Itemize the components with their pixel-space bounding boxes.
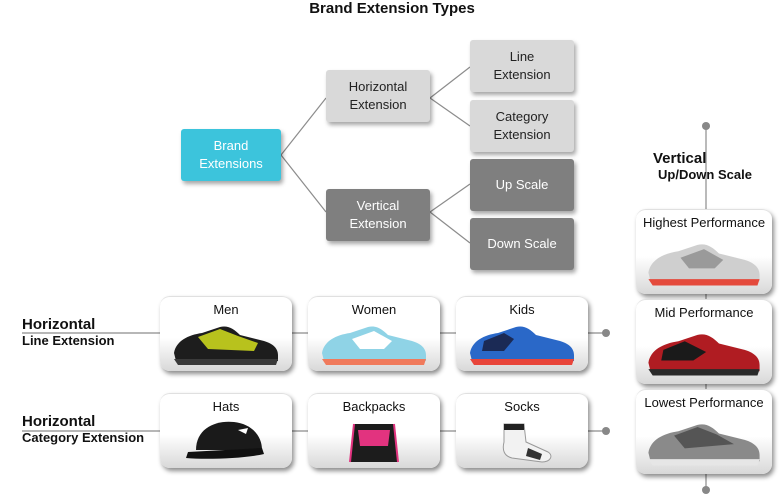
cap-icon [186, 421, 264, 459]
row-label-small: Category Extension [22, 430, 145, 445]
running-shoe-icon [648, 334, 760, 376]
card-caption: Hats [212, 399, 240, 414]
card-caption: Men [213, 302, 239, 317]
product-card-socks: Socks [456, 393, 588, 468]
up-scale-node: Up Scale [470, 159, 574, 211]
product-card-hats: Hats [160, 393, 292, 468]
brand-extensions-node: Brand Extensions [181, 129, 281, 181]
running-shoe-icon [174, 326, 278, 365]
product-card-women: Women [308, 296, 440, 371]
running-shoe-icon [470, 326, 574, 365]
sock-icon [502, 423, 552, 463]
card-caption: Backpacks [342, 399, 406, 414]
vertical-extension-node: Vertical Extension [326, 189, 430, 241]
vertical-scale-label: Vertical Up/Down Scale [640, 150, 770, 182]
line-extension-row-label: Horizontal Line Extension [22, 316, 114, 348]
card-caption: Kids [509, 302, 535, 317]
product-card-backpacks: Backpacks [308, 393, 440, 468]
connector-dot [602, 329, 610, 337]
row-label-big: Horizontal [22, 413, 96, 430]
product-card-mid-performance: Mid Performance [636, 299, 772, 384]
category-extension-row-label: Horizontal Category Extension [22, 413, 144, 445]
running-shoe-icon [648, 244, 760, 286]
vertical-label-big: Vertical [653, 150, 707, 167]
running-shoe-icon [322, 326, 426, 365]
connector-dot [702, 122, 710, 130]
product-card-highest-performance: Highest Performance [636, 209, 772, 294]
product-card-kids: Kids [456, 296, 588, 371]
category-extension-node: Category Extension [470, 100, 574, 152]
product-card-men: Men [160, 296, 292, 371]
drawstring-bag-icon [349, 423, 399, 463]
row-label-big: Horizontal [22, 316, 96, 333]
vertical-label-small: Up/Down Scale [658, 167, 752, 182]
card-caption: Highest Performance [642, 215, 766, 230]
connector-dot [602, 427, 610, 435]
horizontal-extension-node: Horizontal Extension [326, 70, 430, 122]
line-extension-node: Line Extension [470, 40, 574, 92]
card-caption: Mid Performance [654, 305, 754, 320]
row-label-small: Line Extension [22, 333, 115, 348]
diagram-title: Brand Extension Types [309, 0, 475, 17]
down-scale-node: Down Scale [470, 218, 574, 270]
running-shoe-icon [648, 424, 760, 466]
connector-dot [702, 486, 710, 494]
card-caption: Lowest Performance [644, 395, 764, 410]
card-caption: Socks [504, 399, 540, 414]
card-caption: Women [351, 302, 397, 317]
product-card-lowest-performance: Lowest Performance [636, 389, 772, 474]
